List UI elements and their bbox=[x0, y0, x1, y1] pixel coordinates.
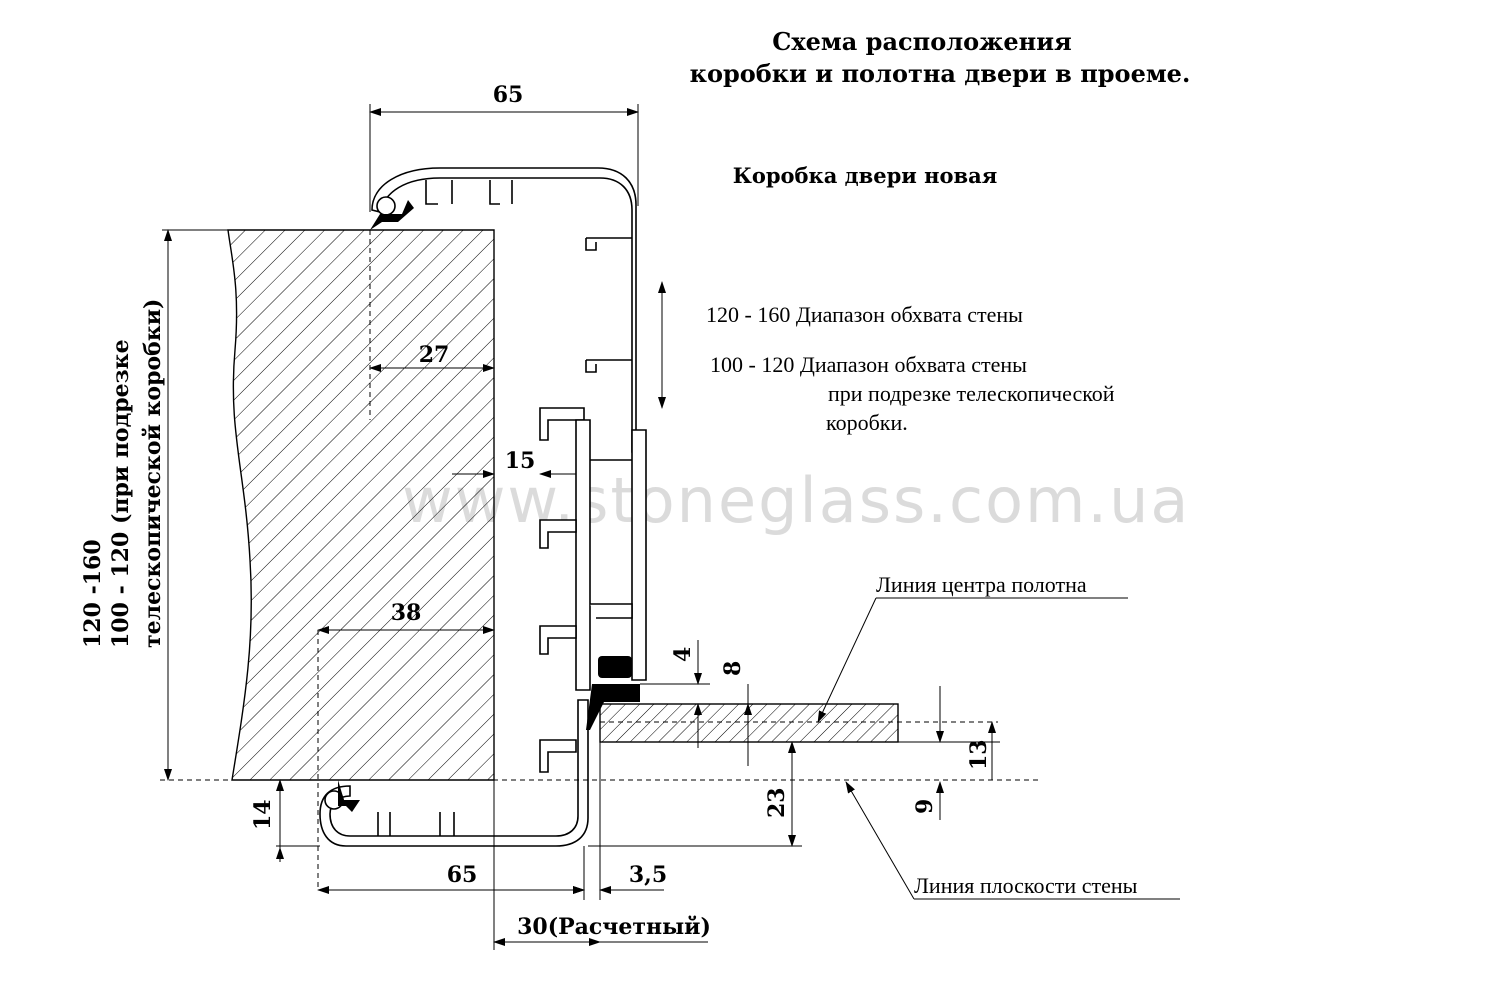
dim-14-text: 14 bbox=[250, 799, 276, 830]
watermark: www.stoneglass.com.ua bbox=[402, 464, 1190, 537]
note-range-full: 120 - 160 Диапазон обхвата стены bbox=[706, 302, 1023, 327]
wall-plane-label: Линия плоскости стены bbox=[845, 781, 1180, 900]
dim-bottom-65: 65 bbox=[317, 846, 585, 900]
dim-3-5-text: 3,5 bbox=[629, 862, 667, 888]
dim-27: 27 bbox=[369, 342, 495, 372]
bottom-frame-profile bbox=[319, 699, 589, 847]
dim-8: 8 bbox=[720, 661, 752, 766]
dim-4: 4 bbox=[640, 640, 710, 748]
dim-23: 23 bbox=[588, 741, 802, 847]
dim-30-text: 30(Расчетный) bbox=[517, 914, 711, 940]
dim-13-text: 13 bbox=[966, 739, 992, 770]
dim-14: 14 bbox=[250, 779, 320, 862]
telescopic-insert-profile bbox=[539, 407, 647, 691]
dim-38-text: 38 bbox=[391, 600, 422, 626]
diagram-title-line1: Схема расположения bbox=[772, 27, 1071, 56]
dim-27-text: 27 bbox=[419, 342, 450, 368]
dim-13: 13 bbox=[898, 721, 1000, 780]
center-line-label-text: Линия центра полотна bbox=[876, 572, 1087, 597]
vertical-label-line1: 120 -160 bbox=[80, 539, 106, 648]
seal-cap bbox=[598, 656, 632, 678]
wall-plane-label-text: Линия плоскости стены bbox=[914, 873, 1138, 898]
note-range-cut-line3: коробки. bbox=[826, 410, 908, 435]
door-leaf bbox=[599, 703, 899, 743]
dim-8-text: 8 bbox=[720, 661, 746, 676]
note-range-cut-line2: при подрезке телескопической bbox=[828, 381, 1115, 406]
dim-3-5: 3,5 bbox=[560, 742, 667, 900]
dim-30: 30(Расчетный) bbox=[493, 780, 711, 950]
dim-9: 9 bbox=[912, 686, 944, 820]
dim-15: 15 bbox=[452, 448, 576, 478]
dim-bottom-65-text: 65 bbox=[447, 862, 478, 888]
diagram-title-line2: коробки и полотна двери в проеме. bbox=[690, 59, 1191, 88]
dim-top-65: 65 bbox=[369, 82, 639, 212]
vertical-label-line3: телескопической коробки) bbox=[140, 299, 166, 648]
dim-23-text: 23 bbox=[764, 787, 790, 818]
center-line-label: Линия центра полотна bbox=[817, 572, 1128, 723]
note-range-cut-line1: 100 - 120 Диапазон обхвата стены bbox=[710, 352, 1027, 377]
dim-top-65-text: 65 bbox=[493, 82, 524, 108]
diagram-subtitle: Коробка двери новая bbox=[733, 163, 998, 188]
dim-vertical-range: 120 -160 100 - 120 (при подрезке телеско… bbox=[80, 229, 228, 781]
dim-9-text: 9 bbox=[912, 799, 938, 814]
dim-4-text: 4 bbox=[670, 647, 696, 662]
door-seal bbox=[586, 684, 640, 730]
dim-15-text: 15 bbox=[505, 448, 536, 474]
wall-section bbox=[227, 229, 495, 781]
dim-38: 38 bbox=[317, 600, 495, 634]
vertical-label-line2: 100 - 120 (при подрезке bbox=[108, 339, 134, 648]
